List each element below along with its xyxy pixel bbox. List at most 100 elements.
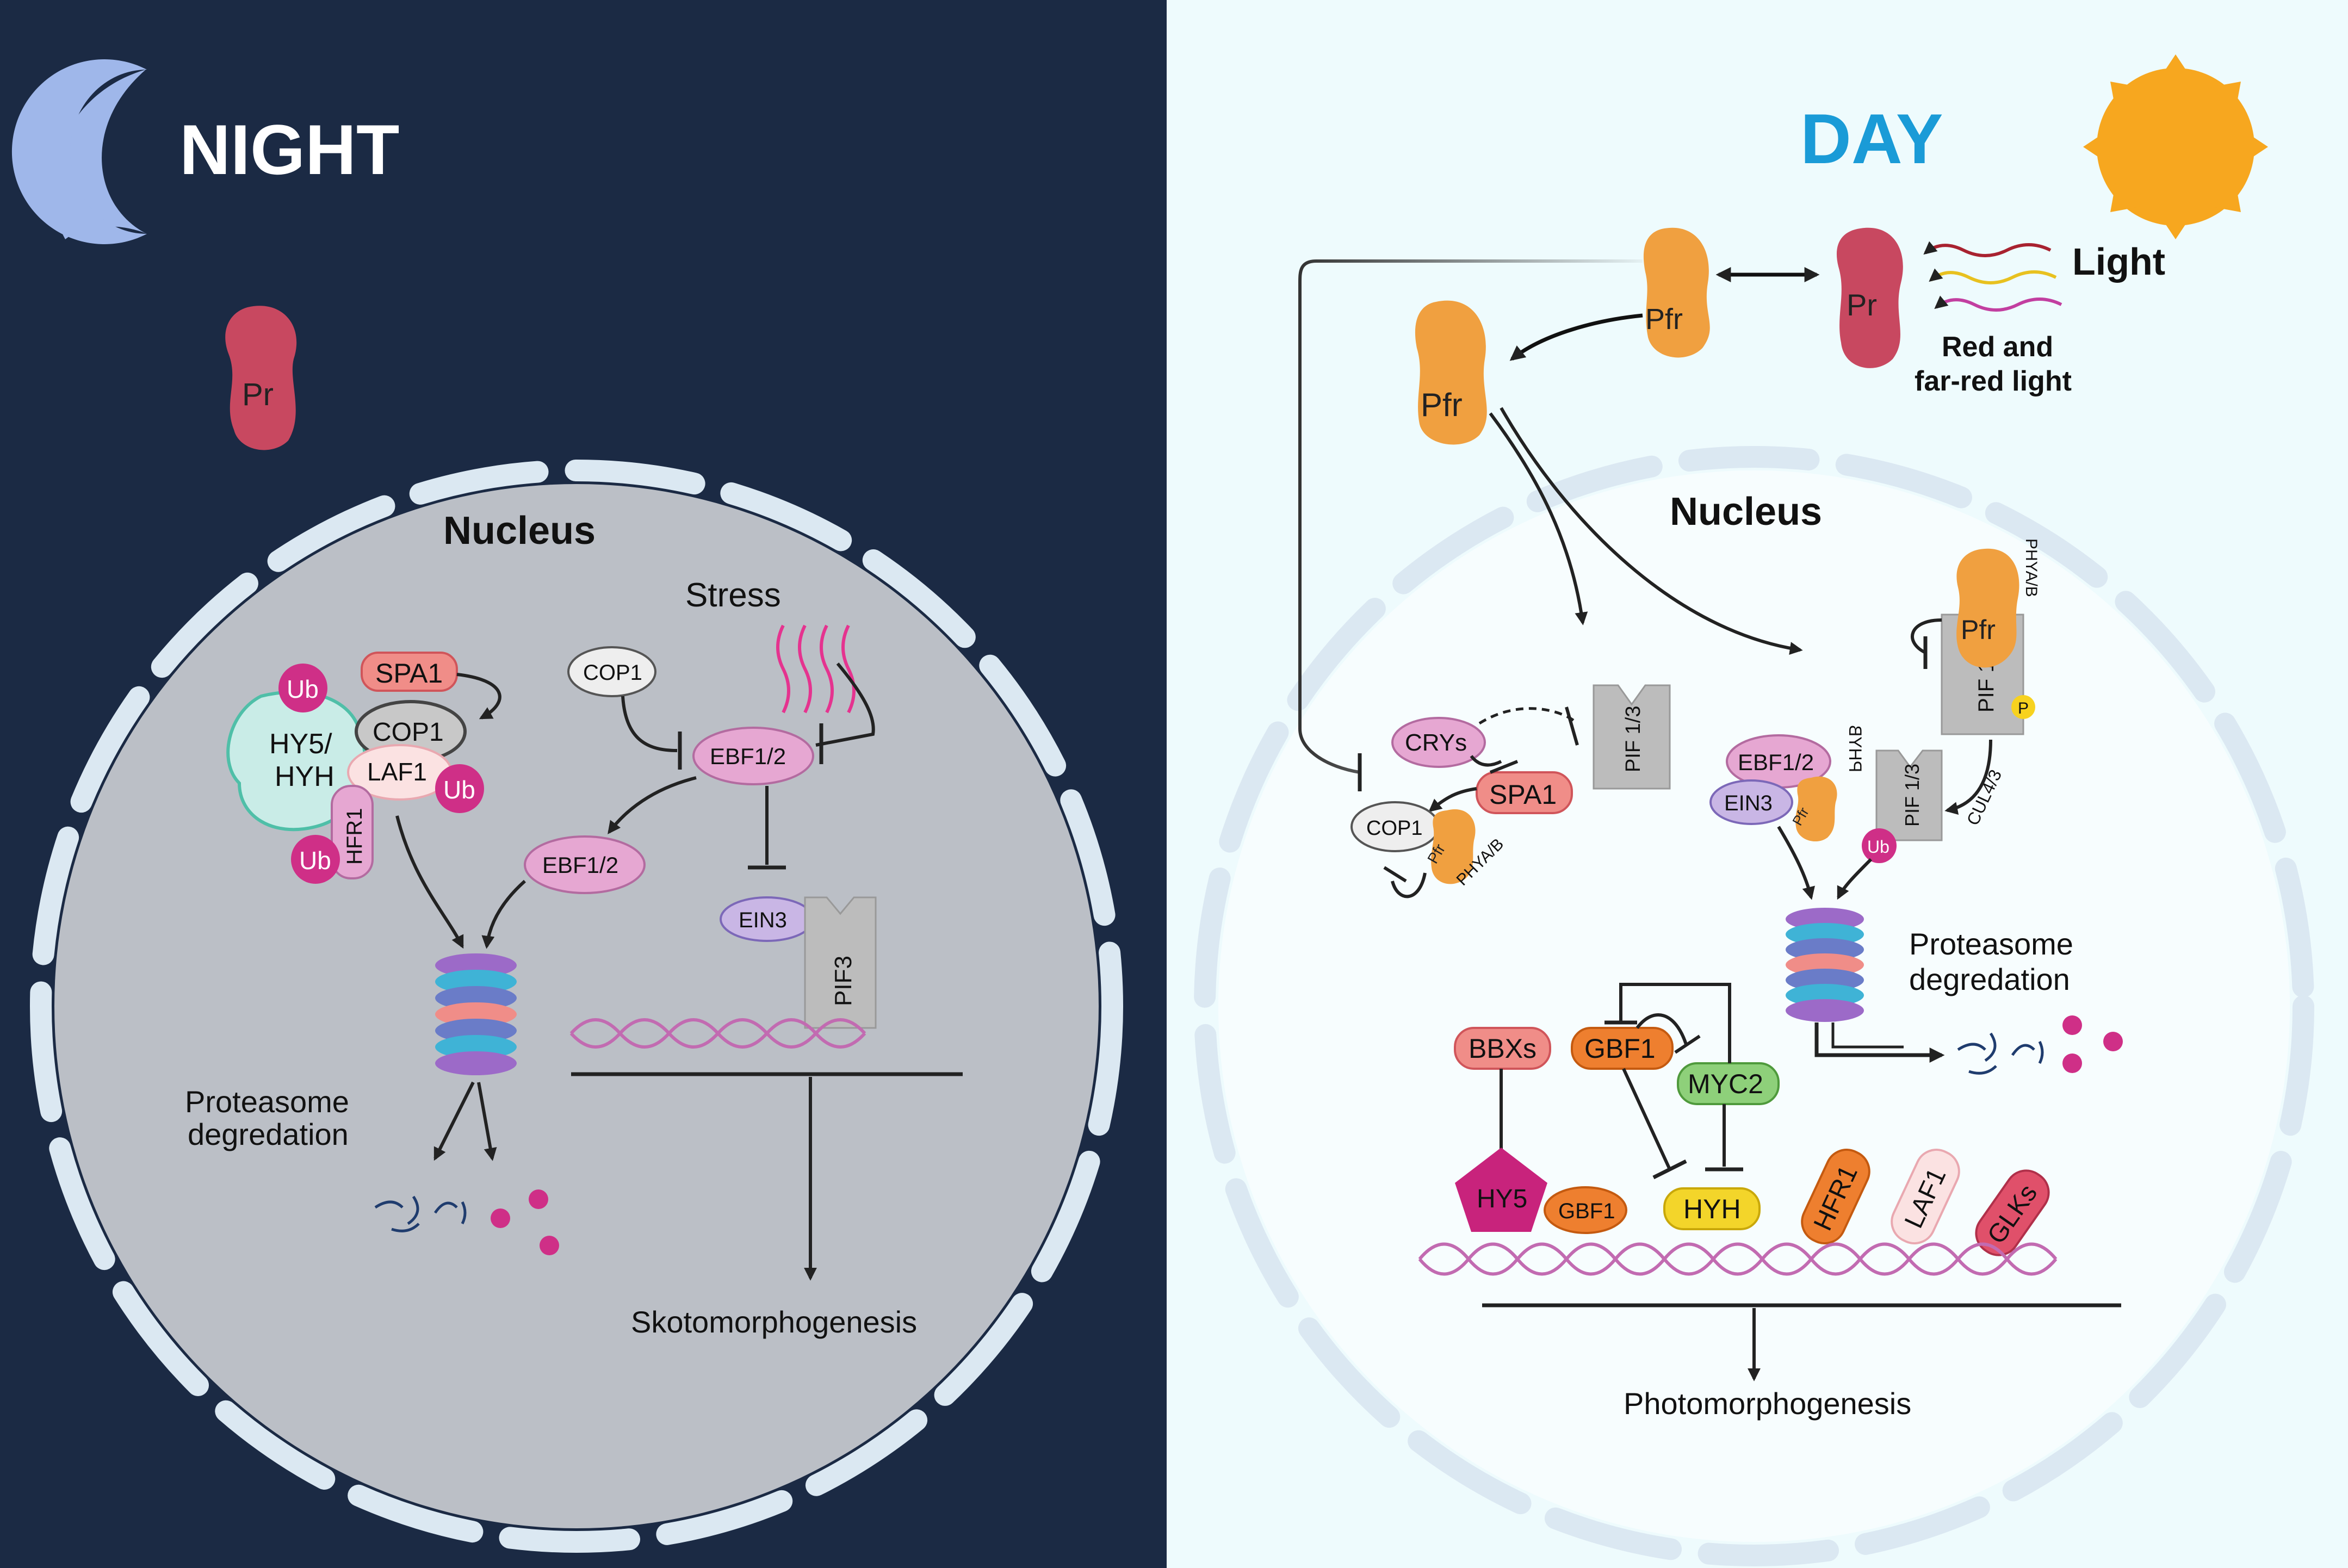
night-cop1 — [567, 646, 656, 697]
complex-to-proteasome-arrow — [395, 815, 464, 949]
night-hy5-line2: HYH — [275, 761, 334, 792]
stress-wave-1 — [776, 624, 790, 714]
crys-pif-bar — [1565, 706, 1579, 746]
ebf-to-lower-arrow — [608, 776, 697, 834]
ebf-to-proteasome-arrow — [481, 879, 526, 949]
night-ub-1 — [278, 664, 327, 712]
night-ub-1-label: Ub — [287, 675, 319, 703]
day-pfr-left-label: Pfr — [1421, 387, 1463, 423]
pfr-inhibit-cop1-line — [1298, 259, 1643, 774]
night-laf1-label: LAF1 — [367, 758, 427, 786]
pfr-to-pif-arrow — [1489, 412, 1588, 625]
night-peptide-fragments — [374, 1195, 467, 1232]
day-spa1 — [1476, 771, 1573, 814]
day-outcome-label: Photomorphogenesis — [1624, 1386, 1911, 1421]
night-proteasome-line1: Proteasome — [185, 1084, 349, 1119]
night-nucleus-label: Nucleus — [443, 509, 596, 553]
pif-top-inhibit — [1911, 618, 1942, 654]
day-hyh-label: HYH — [1683, 1194, 1741, 1224]
night-ub-3 — [291, 835, 340, 884]
spa1-to-cop1-arrow — [1428, 787, 1477, 813]
day-light-desc-1: Red and — [1942, 331, 2053, 363]
night-pif3 — [804, 896, 877, 1029]
gbf1-inhibit-myc2-bar — [1674, 1034, 1701, 1054]
night-cop1-label: COP1 — [583, 661, 642, 685]
crys-pif-dashed — [1478, 707, 1578, 725]
day-light-desc-2: far-red light — [1915, 365, 2072, 397]
day-bbxs-label: BBXs — [1469, 1033, 1537, 1064]
night-ub-2-label: Ub — [443, 776, 475, 804]
day-nucleus — [1218, 470, 2290, 1542]
night-cop1-complex-label: COP1 — [373, 718, 444, 747]
cop1-self-inhibit-bar — [1383, 866, 1407, 883]
pfr-to-pfr-arrow — [1500, 407, 1803, 655]
night-hfr1-label: HFR1 — [343, 808, 367, 865]
day-pr-label: Pr — [1847, 288, 1877, 322]
day-hy5-label: HY5 — [1477, 1185, 1527, 1213]
day-phyb-label: PHYB — [1845, 725, 1865, 772]
day-pfr-top-label: Pfr — [1645, 303, 1683, 336]
night-pr-label: Pr — [242, 377, 274, 412]
light-wave-yellow — [1929, 268, 2057, 284]
day-ub-pif — [1862, 828, 1897, 863]
day-proteasome — [1786, 908, 1864, 1022]
proteasome-out-arrow-2 — [1831, 1022, 1904, 1049]
night-nuclear-membrane — [30, 460, 1123, 1553]
night-ub-fragment-3 — [540, 1236, 559, 1255]
ein3-to-proteasome-arrow — [1777, 826, 1815, 900]
day-spa1-label: SPA1 — [1489, 779, 1557, 810]
day-phyab-top: PHYA/B — [2022, 538, 2040, 597]
night-ein3-label: EIN3 — [739, 908, 787, 932]
night-hy5-hyh-blob — [226, 690, 367, 832]
day-ub-pif-label: Ub — [1867, 837, 1889, 857]
gbf1-inhibit-hyh — [1622, 1068, 1671, 1170]
moon-shape-icon — [11, 59, 147, 245]
stress-wave-2 — [798, 624, 812, 714]
night-ub-fragment-1 — [491, 1208, 510, 1228]
day-pfr-small — [1431, 809, 1476, 884]
night-pr-protein — [225, 306, 297, 450]
crys-inhibit-spa1 — [1470, 755, 1502, 767]
day-ub-fragment-3 — [2062, 1053, 2082, 1073]
night-outcome-label: Skotomorphogenesis — [631, 1305, 917, 1339]
proteasome-out-left — [433, 1081, 475, 1161]
day-nuclear-membrane — [1194, 446, 2314, 1566]
day-pfr-phyb — [1795, 776, 1837, 842]
day-pfr-top — [1643, 227, 1710, 358]
day-proteasome-line1: Proteasome — [1909, 927, 2073, 961]
spa1-cop1-arrow — [456, 673, 501, 720]
day-gbf1-small-label: GBF1 — [1558, 1199, 1615, 1223]
night-pif3-label: PIF3 — [830, 956, 857, 1006]
pfr-top-to-left-arrow — [1509, 313, 1643, 361]
cop1-self-inhibit — [1391, 872, 1427, 898]
sun-icon — [2083, 54, 2268, 239]
day-crys — [1391, 717, 1486, 768]
night-proteasome — [435, 953, 517, 1075]
night-hy5-line1: HY5/ — [269, 728, 332, 760]
night-ebf-lower-label: EBF1/2 — [542, 852, 618, 878]
day-cop1-label: COP1 — [1366, 817, 1422, 840]
day-pif-mid-label: PIF 1/3 — [1622, 706, 1645, 773]
gbf1-inhibit-myc2 — [1635, 1013, 1688, 1045]
night-ebf-top-label: EBF1/2 — [710, 743, 786, 769]
day-crys-label: CRYs — [1405, 729, 1467, 756]
night-ebf-lower — [524, 835, 646, 894]
night-hfr1 — [331, 785, 374, 879]
night-ub-3-label: Ub — [299, 846, 331, 875]
night-dna — [569, 1018, 866, 1049]
day-ub-fragment-2 — [2103, 1032, 2123, 1051]
night-nucleus — [54, 484, 1099, 1528]
gbf1-inhibit-hyh-bar — [1652, 1159, 1687, 1180]
day-pr-protein — [1836, 227, 1903, 368]
light-wave-red — [1923, 241, 2052, 257]
day-myc2-label: MYC2 — [1688, 1069, 1763, 1099]
pif-top-to-low-arrow — [1944, 739, 1992, 815]
light-wave-magenta — [1934, 295, 2062, 312]
day-gbf1 — [1571, 1027, 1674, 1070]
day-gbf1-small — [1544, 1186, 1627, 1234]
proteasome-out-arrow — [1814, 1022, 1945, 1063]
day-pfr-left — [1415, 300, 1487, 445]
day-proteasome-line2: degredation — [1909, 962, 2070, 996]
myc2-inhibit-gbf1 — [1619, 983, 1731, 1063]
